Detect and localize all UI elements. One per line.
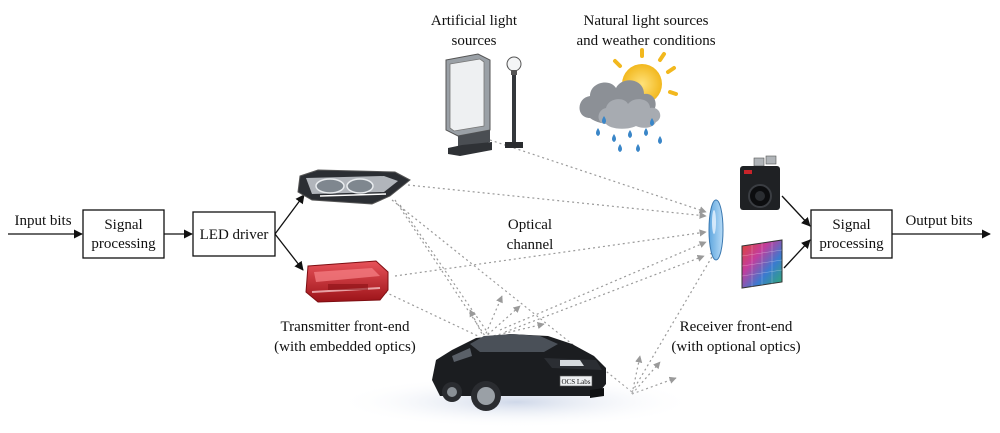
driver-to-taillight-arrow <box>274 233 304 271</box>
license-plate-text: OCS Labs <box>562 378 591 386</box>
ray-car-to-lens-2 <box>504 254 705 333</box>
ray-taillight-to-lens <box>394 229 707 277</box>
headlight-icon <box>297 169 411 205</box>
natural-light-label-2: and weather conditions <box>576 33 715 49</box>
signal-processing-rx-label-1: Signal <box>832 217 870 233</box>
car-icon: OCS Labs <box>432 334 606 411</box>
scatter-car-2 <box>483 305 521 339</box>
natural-light-label-1: Natural light sources <box>584 13 709 29</box>
ray-billboard-to-lens <box>489 139 707 214</box>
scatter-car-4 <box>469 309 485 339</box>
optical-channel-label-2: channel <box>507 237 554 253</box>
taillight-icon <box>305 260 389 303</box>
sensor-to-sp-arrow <box>783 239 811 269</box>
cloud-icon <box>579 80 661 129</box>
camera-icon <box>740 155 780 210</box>
signal-processing-rx-label-2: processing <box>819 236 884 252</box>
sun-cloud-rain-icon <box>579 48 678 152</box>
optical-channel-label-1: Optical <box>508 217 552 233</box>
street-lamp-icon <box>505 56 523 148</box>
signal-processing-tx-label-2: processing <box>91 236 156 252</box>
license-plate <box>559 375 593 387</box>
scatter-car-1 <box>483 295 503 339</box>
car-shadow <box>336 376 696 428</box>
camera-to-sp-arrow <box>781 195 811 227</box>
transmitter-label-1: Transmitter front-end <box>280 319 410 335</box>
artificial-light-label-2: sources <box>452 33 497 49</box>
signal-processing-tx-label-1: Signal <box>104 217 142 233</box>
driver-to-headlight-arrow <box>274 194 305 235</box>
ray-headlight-down-1 <box>394 199 486 337</box>
ray-car-to-lens <box>499 241 707 331</box>
ray-headlight-to-lens <box>407 184 707 219</box>
led-driver-box <box>192 211 276 257</box>
billboard-icon <box>445 53 492 156</box>
transmitter-label-2: (with embedded optics) <box>274 339 416 355</box>
receiver-label-2: (with optional optics) <box>671 339 800 355</box>
artificial-light-label-1: Artificial light <box>431 13 518 29</box>
scatter-road-2 <box>631 361 661 395</box>
rain-icon <box>596 116 662 152</box>
lens-icon <box>708 199 724 261</box>
ray-headlight-down-2 <box>399 204 491 337</box>
led-driver-label: LED driver <box>200 227 269 243</box>
signal-processing-tx-box <box>82 209 165 259</box>
input-bits-label: Input bits <box>14 213 71 229</box>
signal-processing-rx-box <box>810 209 893 259</box>
receiver-label-1: Receiver front-end <box>680 319 793 335</box>
output-bits-label: Output bits <box>905 213 972 229</box>
image-sensor-icon <box>741 239 783 289</box>
